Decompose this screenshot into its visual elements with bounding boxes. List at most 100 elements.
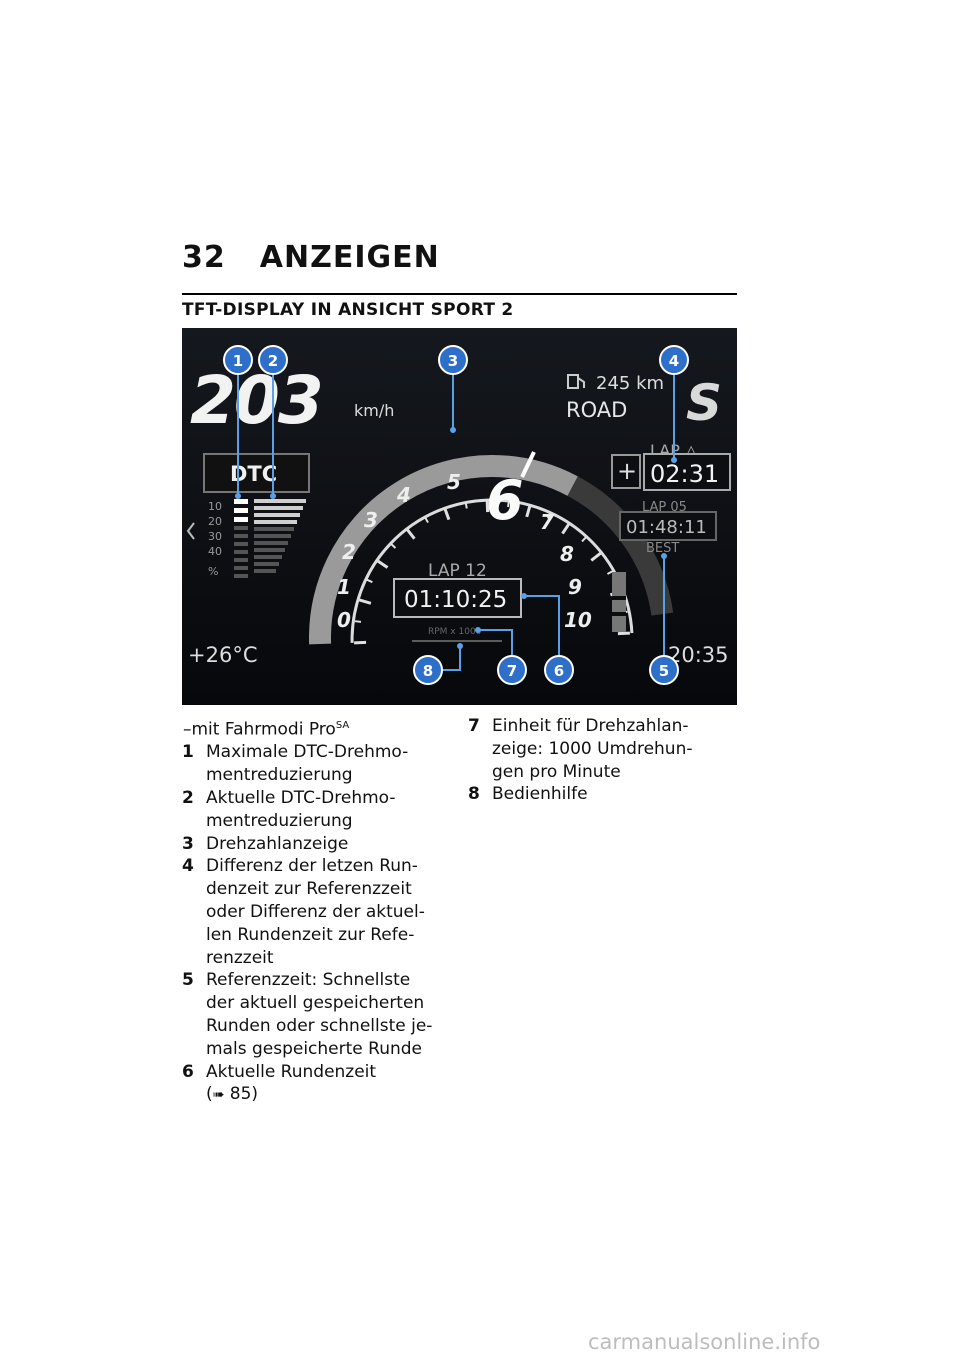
svg-text:0: 0: [337, 608, 351, 632]
rpm-fill-arc: [309, 455, 578, 645]
tft-display-figure: 203 km/h 245 km ROAD S DTC 10 20 30 40 %: [182, 328, 737, 705]
temperature-readout: +26°C: [188, 643, 257, 667]
rpm-tick: [581, 536, 587, 543]
callout-4: 4: [659, 345, 689, 375]
right-side-bars: [612, 572, 626, 632]
svg-text:3: 3: [448, 352, 458, 370]
rpm-numbers: 0 1 2 3 4 5 7 8 9 10: [337, 470, 592, 632]
svg-text:4: 4: [396, 483, 411, 507]
tft-display-image: 203 km/h 245 km ROAD S DTC 10 20 30 40 %: [182, 328, 737, 705]
section-title: TFT-DISPLAY IN ANSICHT SPORT 2: [182, 300, 514, 320]
svg-text:3: 3: [364, 508, 378, 532]
svg-text:6: 6: [554, 662, 564, 680]
rpm-tick: [390, 543, 397, 549]
watermark: carmanualsonline.info: [588, 1330, 821, 1354]
rpm-tick: [358, 598, 372, 605]
callout-3: 3: [438, 345, 468, 375]
callout-lines: [237, 372, 675, 671]
riding-mode: ROAD: [566, 398, 627, 422]
page-title: 32 ANZEIGEN: [182, 240, 440, 275]
callout-6: 6: [544, 655, 574, 685]
rpm-tick: [405, 528, 416, 540]
current-lap-box: [393, 578, 522, 618]
svg-text:4: 4: [669, 352, 679, 370]
speed-unit: km/h: [354, 401, 394, 420]
rpm-tick: [443, 507, 451, 521]
svg-text:9: 9: [568, 575, 582, 599]
callout-1: 1: [223, 345, 253, 375]
current-lap-label: LAP 12: [428, 561, 487, 581]
rpm-tick: [561, 522, 571, 535]
rpm-tick: [606, 570, 614, 575]
svg-text:2: 2: [342, 540, 356, 564]
svg-text:%: %: [208, 565, 218, 578]
dtc-box: [203, 453, 310, 493]
svg-text:20: 20: [208, 515, 222, 528]
speed-readout: 203: [190, 362, 322, 439]
range-readout: 245 km: [596, 373, 664, 394]
rpm-tick: [354, 620, 362, 623]
svg-text:1: 1: [337, 575, 351, 599]
callout-badges: 1 2 3 4 5 6 7 8: [223, 345, 689, 685]
clock-readout: 20:35: [668, 643, 729, 667]
dtc-scale: 10 20 30 40 %: [208, 500, 222, 578]
rpm-tick: [424, 516, 429, 524]
svg-text:2: 2: [268, 352, 278, 370]
page-ref-arrow-icon: ➠: [212, 1087, 225, 1104]
current-lap-time: 01:10:25: [404, 587, 507, 613]
svg-text:7: 7: [540, 510, 554, 534]
svg-text:5: 5: [447, 470, 461, 494]
callout-5: 5: [649, 655, 679, 685]
svg-text:5: 5: [659, 662, 669, 680]
callout-8: 8: [413, 655, 443, 685]
dtc-current-bars: [254, 499, 306, 573]
svg-text:30: 30: [208, 530, 222, 543]
rpm-tick: [507, 500, 510, 508]
callout-7: 7: [497, 655, 527, 685]
rpm-unit: RPM x 1000: [428, 627, 482, 637]
delta-time-box: [643, 453, 731, 491]
best-lap-time: 01:48:11: [626, 517, 707, 538]
gear-indicator: 6: [486, 469, 524, 532]
best-label: BEST: [646, 541, 679, 556]
callout-dots: [235, 427, 677, 649]
svg-text:1: 1: [233, 352, 243, 370]
delta-plus-box: [611, 454, 641, 489]
callout-2: 2: [258, 345, 288, 375]
dtc-max-bars: [234, 499, 248, 578]
rpm-tick: [376, 559, 389, 569]
delta-time: 02:31: [650, 460, 719, 488]
rpm-tick: [366, 578, 373, 584]
best-lap-box: [619, 511, 717, 541]
delta-plus-sign: +: [617, 457, 637, 485]
rpm-tick: [590, 551, 602, 562]
page-ref-link[interactable]: 85: [229, 1084, 252, 1105]
rpm-tick: [464, 502, 468, 509]
svg-text:7: 7: [507, 662, 517, 680]
mode-letter: S: [686, 374, 722, 432]
model-note: –mit Fahrmodi ProSA: [183, 719, 350, 740]
rpm-tick: [546, 512, 552, 519]
svg-text:8: 8: [423, 662, 433, 680]
svg-text:40: 40: [208, 545, 222, 558]
chevron-left-icon: [186, 522, 195, 540]
svg-text:10: 10: [564, 608, 592, 632]
svg-text:10: 10: [208, 500, 222, 513]
svg-text:8: 8: [560, 542, 574, 566]
rpm-needle: [520, 451, 536, 478]
fuel-pump-icon: [567, 374, 585, 389]
legend-item-6: 6 Aktuelle Rundenzeit(➠ 85): [182, 1061, 377, 1105]
chapter-title: ANZEIGEN: [259, 240, 440, 275]
page-number: 32: [182, 240, 226, 275]
header-rule: [182, 293, 737, 295]
rpm-tick: [525, 504, 532, 518]
